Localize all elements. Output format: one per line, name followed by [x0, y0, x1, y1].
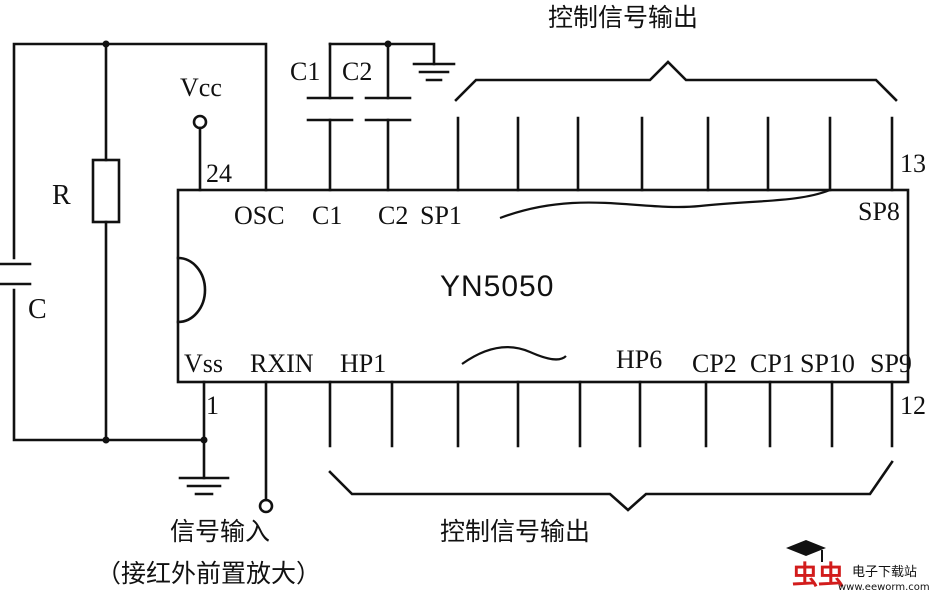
- cap2-label: C2: [342, 57, 372, 86]
- pin-label-osc: OSC: [234, 201, 285, 230]
- watermark-logo: 虫虫: [792, 561, 844, 591]
- c1-c2-capacitors: C1 C2: [290, 40, 456, 192]
- bottom-output-brace: [328, 460, 894, 512]
- pin-label-vss: Vss: [184, 349, 223, 378]
- ic-notch: [176, 256, 207, 324]
- vcc-terminal: [192, 114, 208, 130]
- pin-number-1: 1: [206, 391, 219, 420]
- capacitor-label: C: [28, 294, 47, 325]
- graduation-cap-icon: [786, 540, 826, 556]
- bottom-output-pins: 12: [328, 380, 926, 512]
- pin-label-sp8: SP8: [858, 197, 900, 226]
- pin-label-c1: C1: [312, 201, 342, 230]
- pin-label-rxin: RXIN: [250, 349, 314, 378]
- pin-number-24: 24: [206, 159, 232, 188]
- watermark-text: 电子下载站: [852, 565, 917, 580]
- vss-ground: 1: [178, 380, 230, 496]
- rc-network: R C: [0, 40, 268, 444]
- pin-range-wave-bottom: [461, 346, 567, 365]
- pin-label-hp1: HP1: [340, 349, 386, 378]
- cap1-label: C1: [290, 57, 320, 86]
- signal-input-note: （接红外前置放大）: [96, 559, 321, 588]
- top-output-label: 控制信号输出: [548, 3, 698, 32]
- watermark-url: www.eeworm.com: [838, 582, 930, 593]
- top-output-brace: [454, 60, 898, 102]
- pin-number-13: 13: [900, 149, 926, 178]
- vcc-label: Vcc: [180, 73, 222, 102]
- signal-input-label: 信号输入: [170, 517, 270, 546]
- pin-range-wave-top: [499, 188, 831, 220]
- pin-label-hp6: HP6: [616, 345, 662, 374]
- pin-label-c2: C2: [378, 201, 408, 230]
- pin-label-sp1: SP1: [420, 201, 462, 230]
- top-output-pins: 13: [454, 60, 926, 192]
- watermark: 虫虫 电子下载站 www.eeworm.com: [786, 540, 930, 593]
- top-pin-labels: OSC C1 C2 SP1 SP8: [234, 188, 900, 230]
- rxin-input: [258, 380, 274, 514]
- resistor-r: [91, 158, 121, 224]
- pin-label-cp2: CP2: [692, 349, 737, 378]
- signal-input-terminal: [258, 498, 274, 514]
- pin-number-12: 12: [900, 391, 926, 420]
- bottom-pin-labels: Vss RXIN HP1 HP6 CP2 CP1 SP10 SP9: [184, 345, 912, 378]
- vcc-pin: Vcc 24: [180, 73, 232, 192]
- ic-body: YN5050: [176, 188, 910, 384]
- pin-label-sp10: SP10: [800, 349, 855, 378]
- ic-name: YN5050: [440, 270, 554, 303]
- pin-label-cp1: CP1: [750, 349, 795, 378]
- resistor-label: R: [52, 180, 71, 211]
- pin-label-sp9: SP9: [870, 349, 912, 378]
- bottom-output-label: 控制信号输出: [440, 517, 590, 546]
